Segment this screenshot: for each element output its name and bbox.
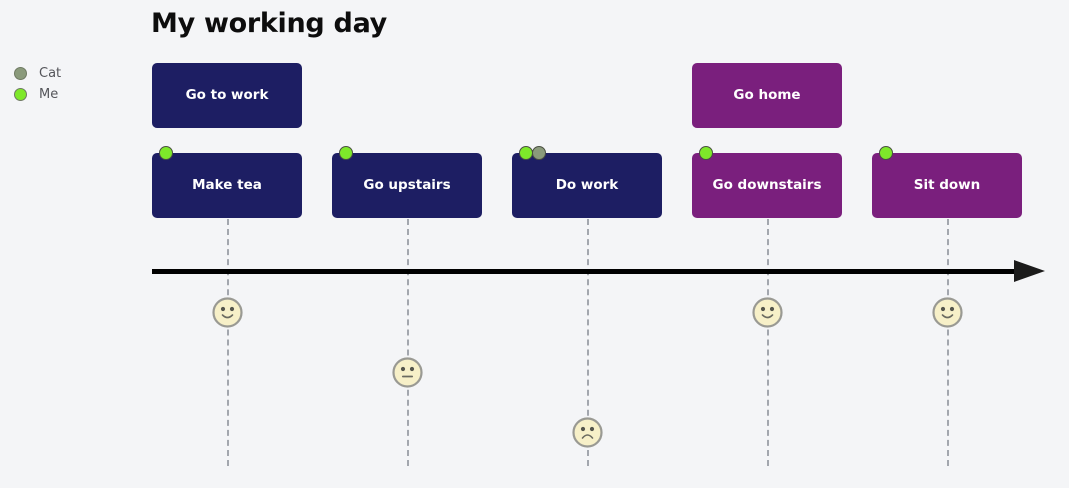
event-box-label: Sit down (913, 176, 981, 193)
legend-item-label: Cat (39, 66, 62, 81)
participant-marker-cat-icon (532, 146, 546, 160)
event-box[interactable]: Go upstairs (332, 146, 482, 218)
event-box-label: Go upstairs (363, 176, 451, 193)
event-box[interactable]: Go home (692, 63, 842, 128)
happy-face-icon (212, 297, 243, 328)
legend-swatch-cat-icon (14, 67, 27, 80)
dashed-connector (767, 219, 769, 466)
timeline-arrow-icon (1014, 260, 1045, 282)
event-box[interactable]: Go downstairs (692, 146, 842, 218)
sad-face-icon (572, 417, 603, 448)
event-box[interactable]: Go to work (152, 63, 302, 128)
timeline-axis (152, 269, 1020, 274)
dashed-connector (407, 219, 409, 466)
page-title: My working day (151, 8, 387, 39)
event-box[interactable]: Sit down (872, 146, 1022, 218)
happy-face-icon (752, 297, 783, 328)
event-box-label: Go downstairs (712, 176, 822, 193)
dashed-connector (227, 219, 229, 466)
participant-marker-me-icon (519, 146, 533, 160)
event-box[interactable]: Do work (512, 146, 662, 218)
dashed-connector (947, 219, 949, 466)
participant-marker-me-icon (699, 146, 713, 160)
participant-marker-me-icon (339, 146, 353, 160)
legend-swatch-me-icon (14, 88, 27, 101)
dashed-connector (587, 219, 589, 466)
event-box-label: Go to work (185, 86, 269, 103)
event-box[interactable]: Make tea (152, 146, 302, 218)
event-box-label: Go home (733, 86, 801, 103)
event-box-label: Do work (555, 176, 619, 193)
participant-marker-me-icon (879, 146, 893, 160)
neutral-face-icon (392, 357, 423, 388)
legend-item-label: Me (39, 87, 59, 102)
legend-item-cat[interactable]: Cat (14, 63, 61, 84)
participant-marker-me-icon (159, 146, 173, 160)
event-box-label: Make tea (192, 176, 262, 193)
happy-face-icon (932, 297, 963, 328)
legend-item-me[interactable]: Me (14, 84, 61, 105)
